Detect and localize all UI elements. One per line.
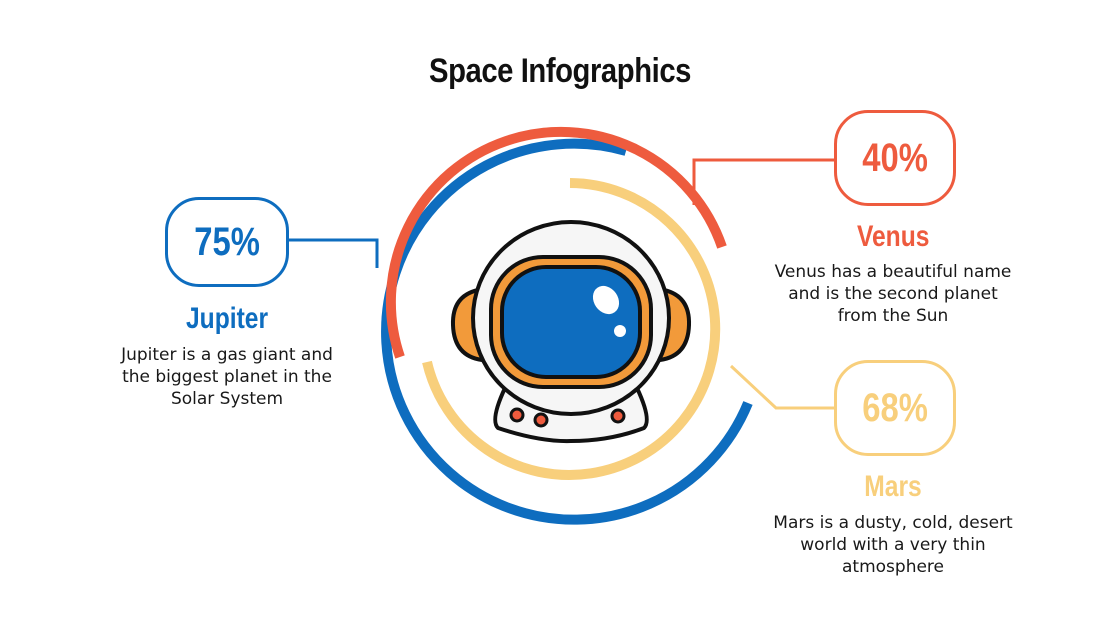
astronaut-helmet-icon [450,220,692,444]
jupiter-connector-line [289,238,379,268]
jupiter-title: Jupiter [185,302,269,335]
page-title: Space Infographics [428,52,691,90]
venus-connector-line [692,158,836,205]
venus-percent-value: 40% [862,135,928,180]
jupiter-percent-value: 75% [194,219,260,264]
venus-title: Venus [856,220,930,253]
mars-percent-badge: 68% [834,360,956,456]
jupiter-description: Jupiter is a gas giant and the biggest p… [121,345,333,409]
venus-progress-ring [385,126,727,359]
jupiter-progress-ring [381,138,753,525]
venus-description: Venus has a beautiful name and is the se… [774,262,1012,326]
mars-description: Mars is a dusty, cold, desert world with… [773,513,1013,577]
jupiter-percent-badge: 75% [165,197,289,287]
venus-percent-badge: 40% [834,110,956,206]
mars-progress-ring [422,178,721,480]
mars-title: Mars [864,470,922,503]
mars-percent-value: 68% [862,385,928,430]
mars-connector-line [729,364,836,410]
